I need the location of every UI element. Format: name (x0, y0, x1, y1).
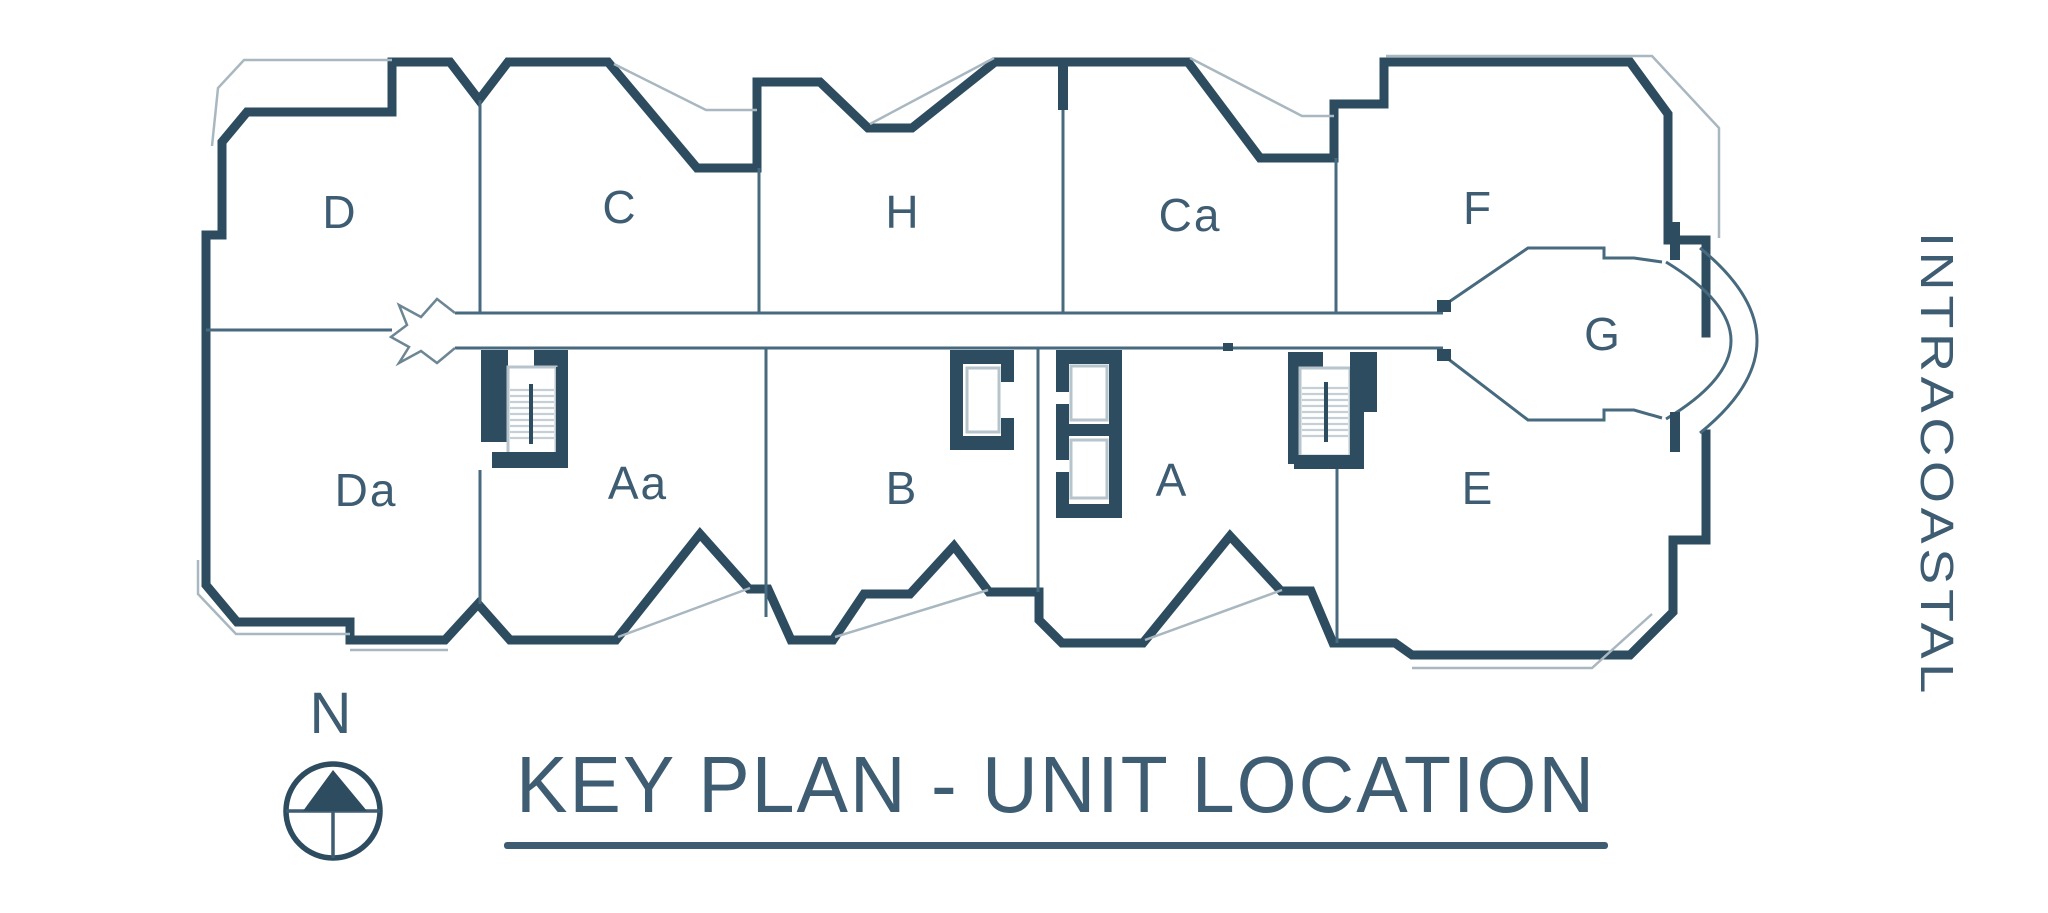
stair-left-top-block (534, 350, 568, 367)
elev-tall-left-a (1056, 350, 1069, 392)
unit-label-e: E (1462, 462, 1495, 514)
g-entry-nub-bottom (1437, 349, 1451, 361)
elev-tall-cab-lower (1069, 438, 1109, 500)
g-entry-nub-top (1437, 300, 1451, 312)
elev-tall-bottom (1056, 504, 1122, 518)
elev-tall-cab-upper (1069, 364, 1109, 422)
balcony-rail-top-left (210, 58, 392, 147)
unit-label-aa: Aa (608, 457, 668, 509)
elevator-core-tall (1056, 350, 1122, 518)
corridor-door-tick (1223, 343, 1233, 351)
stair-left-bottom-wall (492, 452, 568, 468)
g-top-edge (1442, 246, 1663, 308)
g-bay-arc-outer (1699, 246, 1759, 435)
corridor (206, 297, 1443, 367)
unit-g-bay (1437, 222, 1759, 452)
elev-tall-right (1109, 350, 1122, 518)
unit-label-c: C (602, 181, 637, 233)
stair-right-right-wall (1350, 412, 1364, 467)
stair-right-bottom-wall (1294, 455, 1364, 469)
g-bottom-edge (1442, 353, 1663, 422)
unit-label-f: F (1463, 182, 1493, 234)
elev-tall-top (1056, 350, 1122, 364)
balcony-rail-notch-caf (1189, 56, 1334, 118)
unit-label-d: D (322, 186, 357, 238)
stair-right-right-block (1350, 352, 1377, 412)
balcony-rail-top-right (1386, 54, 1721, 238)
unit-label-b: B (886, 462, 919, 514)
balcony-chord-a (1144, 588, 1283, 642)
stair-core-left (481, 350, 568, 468)
compass: N (283, 681, 383, 861)
plan-title-group: KEY PLAN - UNIT LOCATION (504, 740, 1608, 849)
unit-dividers (478, 58, 1339, 643)
plan-title: KEY PLAN - UNIT LOCATION (516, 740, 1596, 829)
north-arrow-icon (283, 761, 383, 861)
unit-label-g: G (1584, 308, 1622, 360)
unit-label-ca: Ca (1159, 189, 1222, 241)
stair-core-right (1288, 352, 1377, 469)
balcony-rail-notch-ch (613, 62, 757, 112)
balcony-chord-aa (617, 586, 751, 639)
stair-left-right-wall (556, 367, 568, 462)
balcony-chord-b (834, 588, 989, 639)
elev-small-right-lower (1001, 418, 1014, 450)
compass-north-label: N (310, 681, 353, 746)
corridor-break-icon (388, 297, 456, 367)
compass-needle (303, 770, 367, 811)
elevator-core-small (950, 350, 1014, 450)
balcony-rail-bottom-right (1412, 613, 1653, 670)
stair-left-wall (481, 350, 508, 442)
elev-tall-left-c (1056, 472, 1069, 518)
unit-labels: D C H Ca F G Da Aa B A E (322, 181, 1622, 516)
exterior-wall-top (201, 57, 1711, 565)
unit-label-a: A (1156, 454, 1189, 506)
exterior-wall-bottom (201, 429, 1711, 660)
stair-right-left-wall (1288, 352, 1300, 464)
elev-small-cab (965, 366, 1001, 434)
g-bay-arc-inner (1665, 260, 1733, 421)
elev-small-left (950, 350, 963, 450)
elev-small-right-upper (1001, 350, 1014, 382)
unit-label-da: Da (335, 464, 398, 516)
balcony-rail-bottom-left (196, 560, 448, 652)
title-underline (504, 842, 1608, 849)
elev-tall-left-b (1056, 404, 1069, 460)
elev-tall-mid-wall (1069, 424, 1109, 436)
elev-small-bottom (950, 436, 1014, 450)
elev-small-top (950, 350, 1014, 364)
waterfront-label: INTRACOASTAL (1911, 232, 1963, 698)
unit-label-h: H (885, 186, 920, 238)
building-outline (196, 54, 1721, 670)
balcony-rail-h-slope (869, 56, 995, 126)
